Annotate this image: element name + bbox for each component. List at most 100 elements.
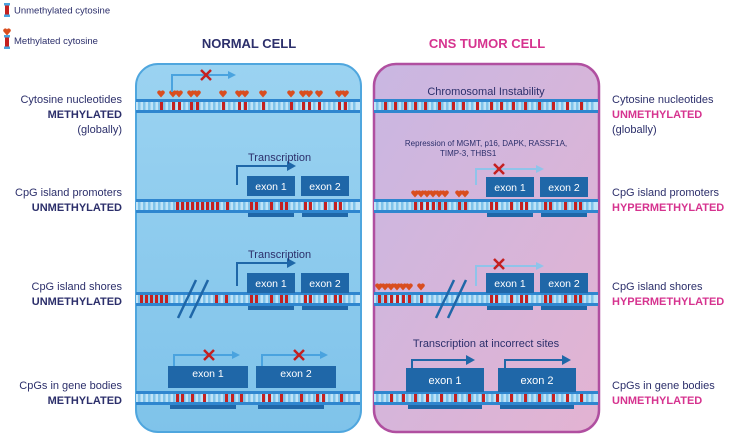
gene-body-bar: [500, 405, 574, 409]
normal-cell-title: NORMAL CELL: [202, 36, 296, 51]
cytosine-mark: [520, 202, 523, 210]
cytosine-mark: [552, 394, 555, 402]
cytosine-mark: [280, 202, 283, 210]
cytosine-mark: [390, 295, 393, 303]
cytosine-mark: [378, 295, 381, 303]
row4-right-line1: CpGs in gene bodies: [612, 380, 715, 392]
cytosine-mark: [495, 202, 498, 210]
cytosine-mark: [440, 394, 443, 402]
row2-right-line2: HYPERMETHYLATED: [612, 202, 724, 214]
cytosine-mark: [579, 295, 582, 303]
legend-methylated: Methylated cytosine: [3, 28, 98, 49]
cytosine-mark: [309, 202, 312, 210]
cytosine-mark: [414, 394, 417, 402]
normal-row3-transcription: Transcription: [236, 249, 311, 286]
cytosine-mark: [308, 102, 311, 110]
cytosine-mark: [322, 394, 325, 402]
cytosine-mark: [191, 394, 194, 402]
exon-bar: [487, 306, 533, 310]
cytosine-mark: [495, 295, 498, 303]
cytosine-mark: [396, 295, 399, 303]
tumor-row4-exon1: [406, 368, 484, 392]
cytosine-mark: [339, 202, 342, 210]
cytosine-mark: [566, 102, 569, 110]
cytosine-mark: [544, 295, 547, 303]
cytosine-mark: [525, 295, 528, 303]
cytosine-mark: [215, 295, 218, 303]
repression-label-line1: Repression of MGMT, p16, DAPK, RASSF1A,: [405, 139, 567, 148]
cytosine-mark: [438, 102, 441, 110]
cytosine-mark: [270, 202, 273, 210]
cytosine-mark: [424, 102, 427, 110]
cytosine-mark: [426, 394, 429, 402]
cytosine-mark: [500, 102, 503, 110]
cytosine-mark: [344, 102, 347, 110]
legend-methylated-label: Methylated cytosine: [14, 36, 98, 47]
tumor-row4-exon2: [498, 368, 576, 392]
cytosine-mark: [566, 394, 569, 402]
normal-row3-exon2-label: exon 2: [309, 278, 341, 290]
row1-right-line2: UNMETHYLATED: [612, 109, 702, 121]
cytosine-mark: [302, 102, 305, 110]
legend-unmethylated-label: Unmethylated cytosine: [14, 6, 110, 17]
cytosine-mark: [285, 295, 288, 303]
cytosine-mark: [420, 295, 423, 303]
cytosine-mark: [464, 202, 467, 210]
cytosine-mark: [390, 394, 393, 402]
exon-bar: [487, 213, 533, 217]
cytosine-mark: [384, 102, 387, 110]
row3-left-line1: CpG island shores: [32, 281, 123, 293]
normal-row2-transcription: Transcription: [236, 152, 311, 185]
cytosine-mark: [201, 202, 204, 210]
cytosine-mark: [454, 394, 457, 402]
row4-left-line2: METHYLATED: [48, 395, 122, 407]
tumor-row2-exon2-label: exon 2: [548, 182, 580, 194]
cytosine-mark: [510, 295, 513, 303]
cytosine-mark: [549, 202, 552, 210]
normal-row4-exon2: [256, 366, 336, 388]
gene-body-bar: [258, 405, 324, 409]
cytosine-mark: [580, 102, 583, 110]
cytosine-mark: [165, 295, 168, 303]
cytosine-mark: [240, 394, 243, 402]
row3-right-line2: HYPERMETHYLATED: [612, 296, 724, 308]
cytosine-mark: [262, 102, 265, 110]
tumor-row3-exon2: [540, 273, 588, 293]
cytosine-mark: [140, 295, 143, 303]
cytosine-mark: [160, 102, 163, 110]
exon-bar: [248, 213, 294, 217]
cytosine-mark: [190, 102, 193, 110]
cytosine-mark: [462, 102, 465, 110]
cytosine-mark: [255, 202, 258, 210]
row3-left-line2: UNMETHYLATED: [32, 296, 122, 308]
transcription-incorrect-label: Transcription at incorrect sites: [413, 338, 560, 350]
normal-row4-exon1-label: exon 1: [192, 368, 224, 380]
cytosine-mark: [544, 202, 547, 210]
cytosine-mark: [225, 295, 228, 303]
row1-left-line1: Cytosine nucleotides: [20, 94, 122, 106]
cytosine-mark: [191, 202, 194, 210]
tumor-row3-strand: [374, 292, 598, 306]
row3-right-line1: CpG island shores: [612, 281, 703, 293]
gene-body-bar: [408, 405, 482, 409]
cytosine-mark: [250, 295, 253, 303]
cytosine-mark: [524, 102, 527, 110]
tumor-row2-exon1-label: exon 1: [494, 182, 526, 194]
cytosine-mark: [238, 102, 241, 110]
cytosine-mark: [384, 295, 387, 303]
normal-row3-exon2: [301, 273, 349, 293]
tumor-row3-exon1-label: exon 1: [494, 278, 526, 290]
cytosine-mark: [490, 295, 493, 303]
exon-bar: [302, 213, 348, 217]
cytosine-mark: [404, 102, 407, 110]
cytosine-mark: [520, 295, 523, 303]
cytosine-mark: [338, 102, 341, 110]
cytosine-mark: [181, 202, 184, 210]
cytosine-mark: [525, 202, 528, 210]
cytosine-mark: [408, 295, 411, 303]
cytosine-mark: [426, 202, 429, 210]
cytosine-mark: [324, 202, 327, 210]
cytosine-mark: [280, 394, 283, 402]
exon-bar: [541, 213, 587, 217]
